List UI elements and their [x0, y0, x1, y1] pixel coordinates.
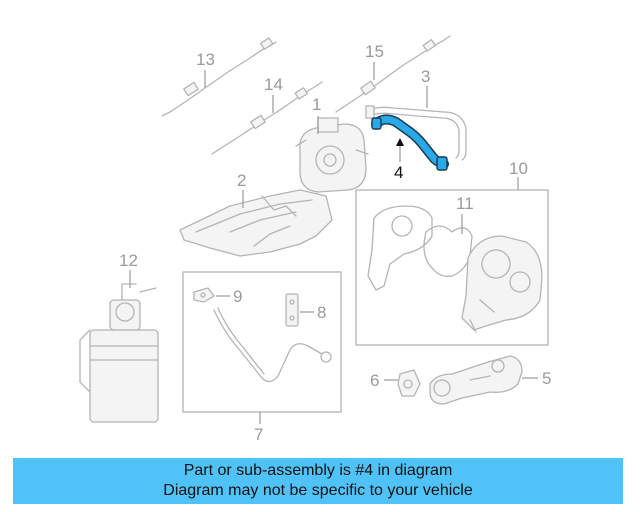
callout-13: 13: [196, 50, 215, 69]
part-13-sensor-cable[interactable]: [161, 37, 277, 117]
callout-2: 2: [237, 171, 246, 190]
callout-3: 3: [421, 67, 430, 86]
callout-15: 15: [365, 42, 384, 61]
callout-10: 10: [509, 159, 528, 178]
part-1-pump[interactable]: [295, 117, 369, 193]
banner-line-1: Part or sub-assembly is #4 in diagram: [183, 462, 453, 479]
frame-group-7: [182, 271, 342, 413]
part-8-clip[interactable]: [285, 293, 299, 327]
part-14-sensor-cable[interactable]: [211, 81, 323, 155]
part-4-hose-highlighted[interactable]: [371, 114, 449, 171]
part-6-gasket[interactable]: [397, 369, 421, 397]
info-banner: Part or sub-assembly is #4 in diagram Di…: [13, 458, 623, 504]
banner-line-2: Diagram may not be specific to your vehi…: [163, 482, 473, 499]
part-2-heat-shield[interactable]: [179, 189, 333, 257]
part-3-hose[interactable]: [365, 105, 467, 161]
part-5-housing[interactable]: [429, 355, 523, 405]
callout-8: 8: [317, 303, 326, 322]
frame-group-10: [355, 189, 549, 346]
callout-9: 9: [233, 287, 242, 306]
part-15-sensor-cable[interactable]: [335, 35, 451, 113]
part-10-water-pump-assembly[interactable]: [461, 235, 543, 333]
parts-diagram: 13 14 15 1 3 4: [79, 35, 551, 444]
callout-14: 14: [264, 75, 283, 94]
callout-12: 12: [119, 251, 138, 270]
part-11-gasket[interactable]: [367, 205, 473, 291]
callout-1: 1: [312, 95, 321, 114]
callout-7: 7: [254, 425, 263, 444]
callout-5: 5: [542, 369, 551, 388]
callout-6: 6: [370, 371, 379, 390]
part-7-pipe[interactable]: [213, 307, 332, 383]
callout-11: 11: [456, 194, 474, 213]
part-12-canister[interactable]: [79, 283, 159, 423]
callout-4: 4: [394, 163, 403, 182]
part-9-bracket[interactable]: [193, 287, 215, 303]
